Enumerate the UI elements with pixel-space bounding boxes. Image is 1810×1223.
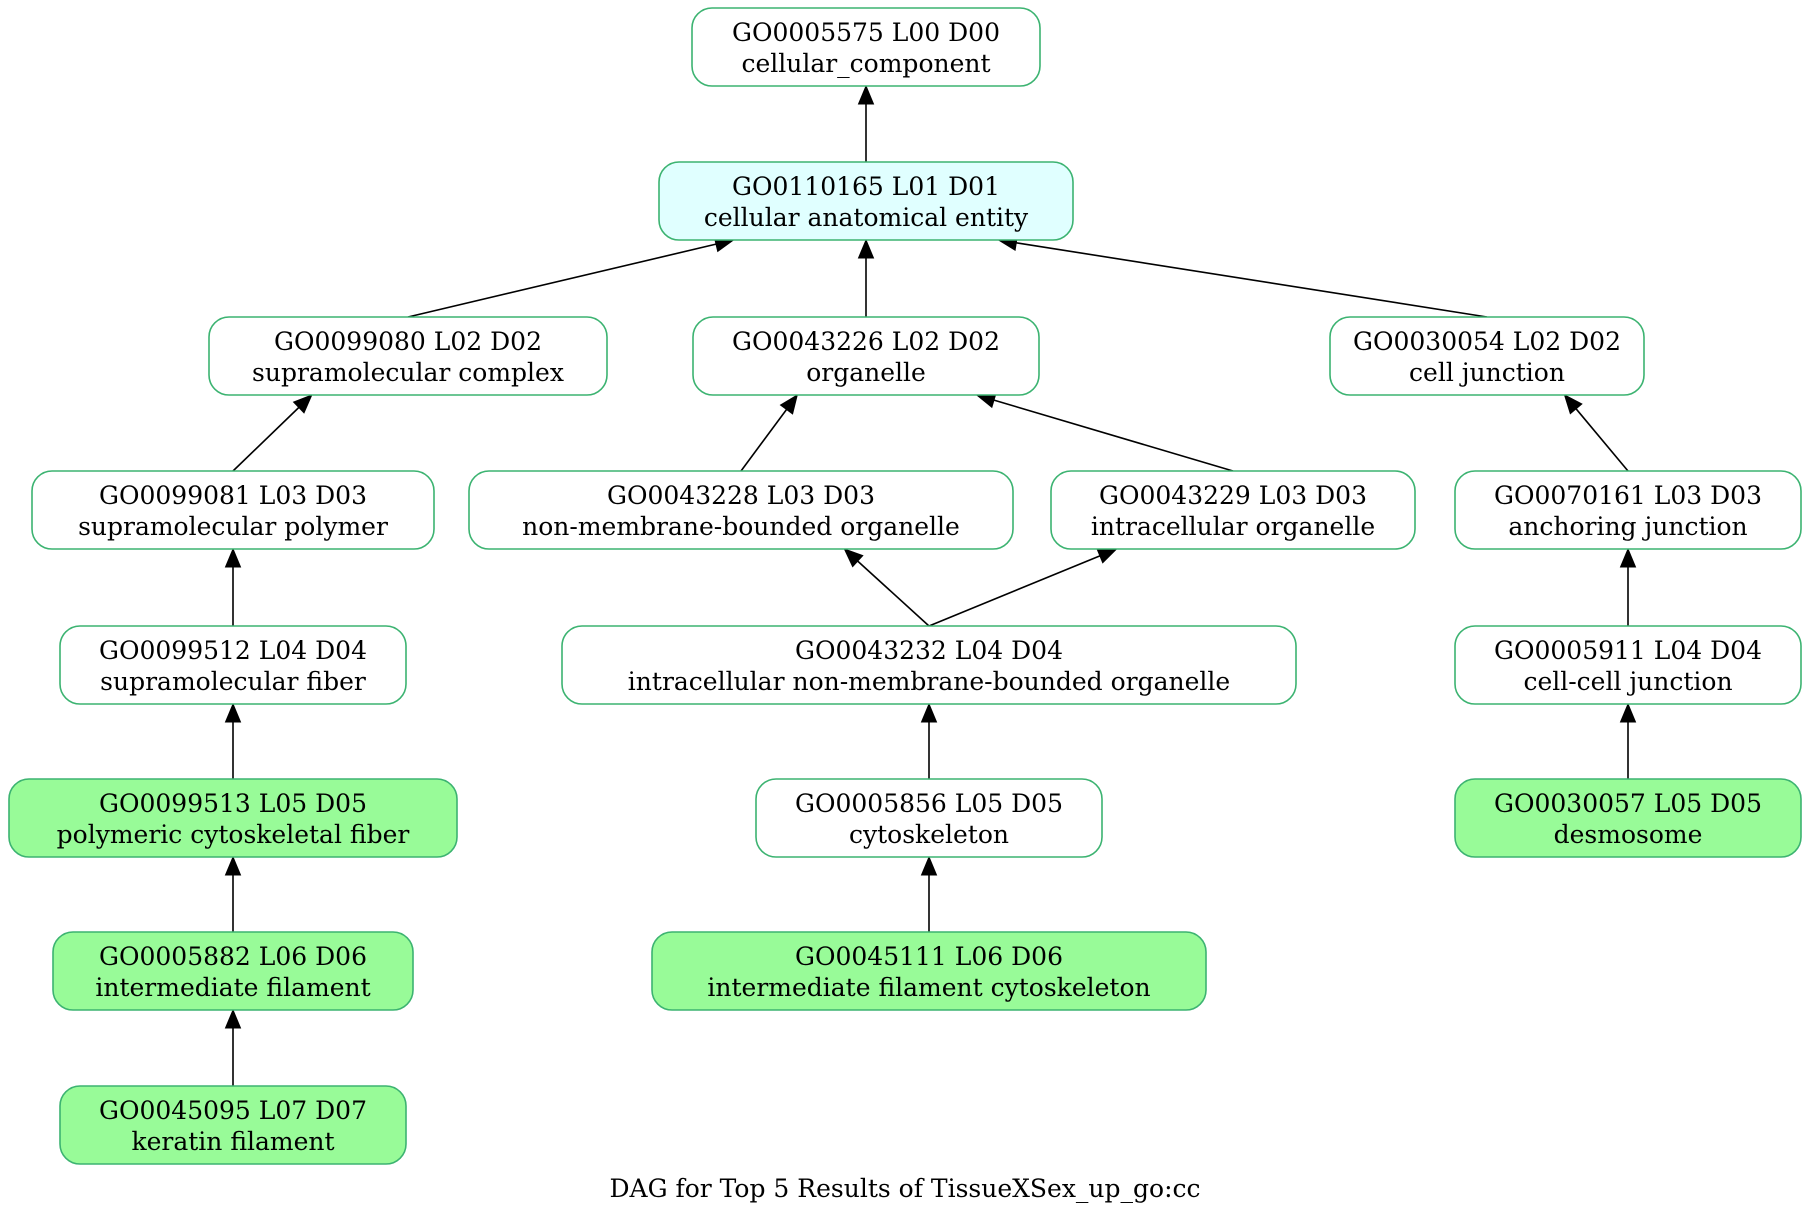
arrow-head-icon	[224, 547, 242, 568]
node-box	[692, 316, 1040, 396]
edge-line	[993, 399, 1234, 472]
node-box	[52, 931, 414, 1011]
nodes-layer: GO0005575 L00 D00cellular_componentGO011…	[8, 7, 1802, 1165]
node-box	[691, 7, 1041, 87]
node-box	[651, 931, 1207, 1011]
arrow-head-icon	[779, 393, 799, 415]
arrow-head-icon	[224, 855, 242, 876]
node-id-label: GO0045095 L07 D07	[99, 1096, 367, 1125]
node-id-label: GO0110165 L01 D01	[732, 172, 1000, 201]
arrow-head-icon	[292, 394, 313, 414]
node-box	[208, 316, 608, 396]
node-term-label: intermediate filament cytoskeleton	[707, 973, 1150, 1002]
node-term-label: supramolecular fiber	[100, 667, 366, 696]
node-box	[31, 470, 435, 550]
arrow-head-icon	[1096, 548, 1118, 564]
edge-line	[1575, 408, 1629, 472]
edge-line	[740, 408, 788, 472]
edge-line	[407, 243, 717, 318]
node-id-label: GO0005911 L04 D04	[1494, 636, 1762, 665]
node-box	[8, 778, 458, 858]
node-term-label: cytoskeleton	[849, 820, 1009, 849]
node-term-label: polymeric cytoskeletal fiber	[57, 820, 410, 849]
arrow-head-icon	[920, 855, 938, 876]
node-id-label: GO0099513 L05 D05	[99, 789, 367, 818]
arrow-head-icon	[1563, 394, 1583, 415]
edge-line	[857, 560, 930, 627]
node-term-label: keratin filament	[131, 1127, 334, 1156]
node-term-label: intermediate filament	[95, 973, 370, 1002]
node-box	[468, 470, 1014, 550]
node-box	[1454, 778, 1802, 858]
arrow-head-icon	[1619, 547, 1637, 568]
node-term-label: supramolecular complex	[252, 358, 564, 387]
node-term-label: cell-cell junction	[1523, 667, 1732, 696]
node-term-label: intracellular non-membrane-bounded organ…	[628, 667, 1230, 696]
diagram-caption: DAG for Top 5 Results of TissueXSex_up_g…	[609, 1174, 1200, 1203]
node-id-label: GO0099081 L03 D03	[99, 481, 367, 510]
node-term-label: non-membrane-bounded organelle	[522, 512, 960, 541]
node-term-label: cellular anatomical entity	[704, 203, 1029, 232]
node-term-label: cellular_component	[741, 49, 990, 78]
edge-line	[928, 555, 1101, 627]
node-id-label: GO0030054 L02 D02	[1353, 327, 1621, 356]
node-box	[755, 778, 1103, 858]
arrow-head-icon	[1619, 702, 1637, 723]
arrow-head-icon	[843, 548, 864, 568]
node-id-label: GO0030057 L05 D05	[1494, 789, 1762, 818]
arrow-head-icon	[224, 1008, 242, 1029]
node-box	[59, 625, 407, 705]
node-term-label: desmosome	[1554, 820, 1703, 849]
node-box	[1050, 470, 1416, 550]
node-id-label: GO0045111 L06 D06	[795, 942, 1063, 971]
arrow-head-icon	[857, 238, 875, 259]
arrow-head-icon	[857, 84, 875, 105]
node-id-label: GO0043226 L02 D02	[732, 327, 1000, 356]
node-id-label: GO0099080 L02 D02	[274, 327, 542, 356]
edge-line	[1016, 242, 1488, 318]
node-box	[1329, 316, 1645, 396]
node-id-label: GO0005575 L00 D00	[732, 18, 1000, 47]
node-id-label: GO0043232 L04 D04	[795, 636, 1063, 665]
node-id-label: GO0070161 L03 D03	[1494, 481, 1762, 510]
node-term-label: organelle	[806, 358, 926, 387]
node-id-label: GO0099512 L04 D04	[99, 636, 367, 665]
node-id-label: GO0005882 L06 D06	[99, 942, 367, 971]
node-term-label: supramolecular polymer	[78, 512, 388, 541]
node-id-label: GO0005856 L05 D05	[795, 789, 1063, 818]
node-term-label: anchoring junction	[1508, 512, 1747, 541]
node-box	[59, 1085, 407, 1165]
node-id-label: GO0043228 L03 D03	[607, 481, 875, 510]
edge-line	[232, 406, 300, 472]
node-box	[1454, 470, 1802, 550]
node-box	[1454, 625, 1802, 705]
node-term-label: cell junction	[1409, 358, 1565, 387]
node-term-label: intracellular organelle	[1091, 512, 1375, 541]
arrow-head-icon	[920, 702, 938, 723]
node-box	[561, 625, 1297, 705]
node-box	[658, 161, 1074, 241]
arrow-head-icon	[224, 702, 242, 723]
node-id-label: GO0043229 L03 D03	[1099, 481, 1367, 510]
